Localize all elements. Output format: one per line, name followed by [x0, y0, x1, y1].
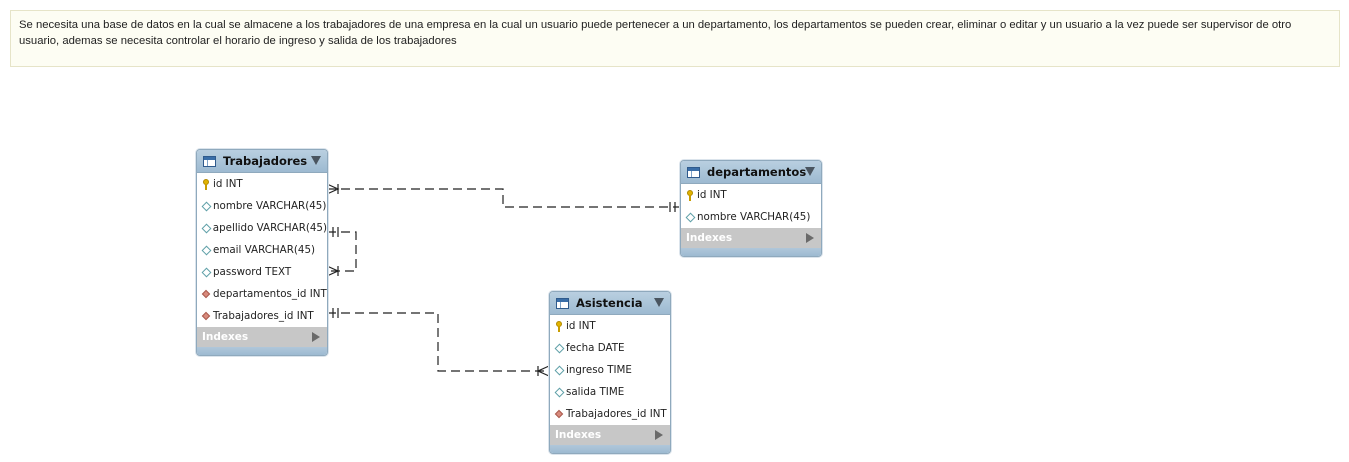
attribute-diamond-icon	[202, 223, 211, 234]
entity-footer	[681, 248, 821, 256]
collapse-arrow-icon[interactable]	[311, 156, 321, 165]
column-label: nombre VARCHAR(45)	[213, 200, 327, 212]
attribute-diamond-icon	[555, 387, 564, 398]
table-icon	[556, 297, 569, 309]
column-label: apellido VARCHAR(45)	[212, 222, 327, 234]
table-icon	[687, 166, 700, 178]
primary-key-icon	[555, 320, 564, 332]
column-label: salida TIME	[566, 386, 625, 398]
foreign-key-diamond-icon	[555, 409, 564, 420]
attribute-diamond-icon	[686, 212, 695, 223]
attribute-diamond-icon	[202, 201, 211, 212]
attribute-diamond-icon	[555, 365, 564, 376]
column-label: departamentos_id INT	[213, 288, 327, 300]
attribute-diamond-icon	[555, 343, 564, 354]
column-row[interactable]: departamentos_id INT	[197, 283, 327, 305]
indexes-section[interactable]: Indexes	[681, 228, 821, 248]
entity-header[interactable]: Asistencia	[550, 292, 670, 315]
foreign-key-diamond-icon	[202, 311, 211, 322]
column-label: ingreso TIME	[566, 364, 632, 376]
column-row[interactable]: email VARCHAR(45)	[197, 239, 327, 261]
indexes-label: Indexes	[202, 331, 249, 343]
column-row[interactable]: Trabajadores_id INT	[197, 305, 327, 327]
column-row[interactable]: fecha DATE	[550, 337, 670, 359]
entity-footer	[197, 347, 327, 355]
column-row[interactable]: apellido VARCHAR(45)	[197, 217, 327, 239]
entity-header[interactable]: Trabajadores	[197, 150, 327, 173]
column-label: id INT	[697, 189, 727, 201]
column-label: Trabajadores_id INT	[213, 310, 314, 322]
primary-key-icon	[686, 189, 695, 201]
collapse-arrow-icon[interactable]	[805, 167, 815, 176]
column-row[interactable]: ingreso TIME	[550, 359, 670, 381]
indexes-label: Indexes	[555, 429, 602, 441]
entity-trabajadores[interactable]: Trabajadores id INT nombre VARCHAR(45) a…	[196, 149, 328, 356]
attribute-diamond-icon	[202, 245, 211, 256]
entity-asistencia[interactable]: Asistencia id INT fecha DATE ingreso TIM…	[549, 291, 671, 454]
indexes-section[interactable]: Indexes	[550, 425, 670, 445]
table-icon	[203, 155, 216, 167]
description-note: Se necesita una base de datos en la cual…	[10, 10, 1340, 67]
entity-header[interactable]: departamentos	[681, 161, 821, 184]
column-row[interactable]: id INT	[197, 173, 327, 195]
expand-arrow-icon[interactable]	[655, 430, 663, 440]
column-label: id INT	[566, 320, 596, 332]
column-label: password TEXT	[213, 266, 292, 278]
entity-title: Asistencia	[576, 296, 643, 310]
column-row[interactable]: id INT	[550, 315, 670, 337]
entity-title: departamentos	[707, 165, 807, 179]
foreign-key-diamond-icon	[202, 289, 211, 300]
expand-arrow-icon[interactable]	[312, 332, 320, 342]
column-row[interactable]: nombre VARCHAR(45)	[197, 195, 327, 217]
column-row[interactable]: password TEXT	[197, 261, 327, 283]
relationship-trabajadores-departamentos[interactable]	[326, 183, 680, 212]
column-label: email VARCHAR(45)	[213, 244, 316, 256]
column-label: nombre VARCHAR(45)	[697, 211, 811, 223]
primary-key-icon	[202, 178, 211, 190]
relationship-trabajadores-asistencia[interactable]	[327, 308, 550, 377]
column-label: fecha DATE	[566, 342, 625, 354]
entity-departamentos[interactable]: departamentos id INT nombre VARCHAR(45) …	[680, 160, 822, 257]
column-row[interactable]: id INT	[681, 184, 821, 206]
description-text: Se necesita una base de datos en la cual…	[19, 19, 1292, 47]
column-label: id INT	[213, 178, 243, 190]
indexes-label: Indexes	[686, 232, 733, 244]
column-row[interactable]: Trabajadores_id INT	[550, 403, 670, 425]
column-label: Trabajadores_id INT	[566, 408, 667, 420]
entity-title: Trabajadores	[223, 154, 308, 168]
column-row[interactable]: salida TIME	[550, 381, 670, 403]
expand-arrow-icon[interactable]	[806, 233, 814, 243]
collapse-arrow-icon[interactable]	[654, 298, 664, 307]
attribute-diamond-icon	[202, 267, 211, 278]
entity-footer	[550, 445, 670, 453]
indexes-section[interactable]: Indexes	[197, 327, 327, 347]
relationship-trabajadores-self[interactable]	[326, 227, 357, 277]
column-row[interactable]: nombre VARCHAR(45)	[681, 206, 821, 228]
